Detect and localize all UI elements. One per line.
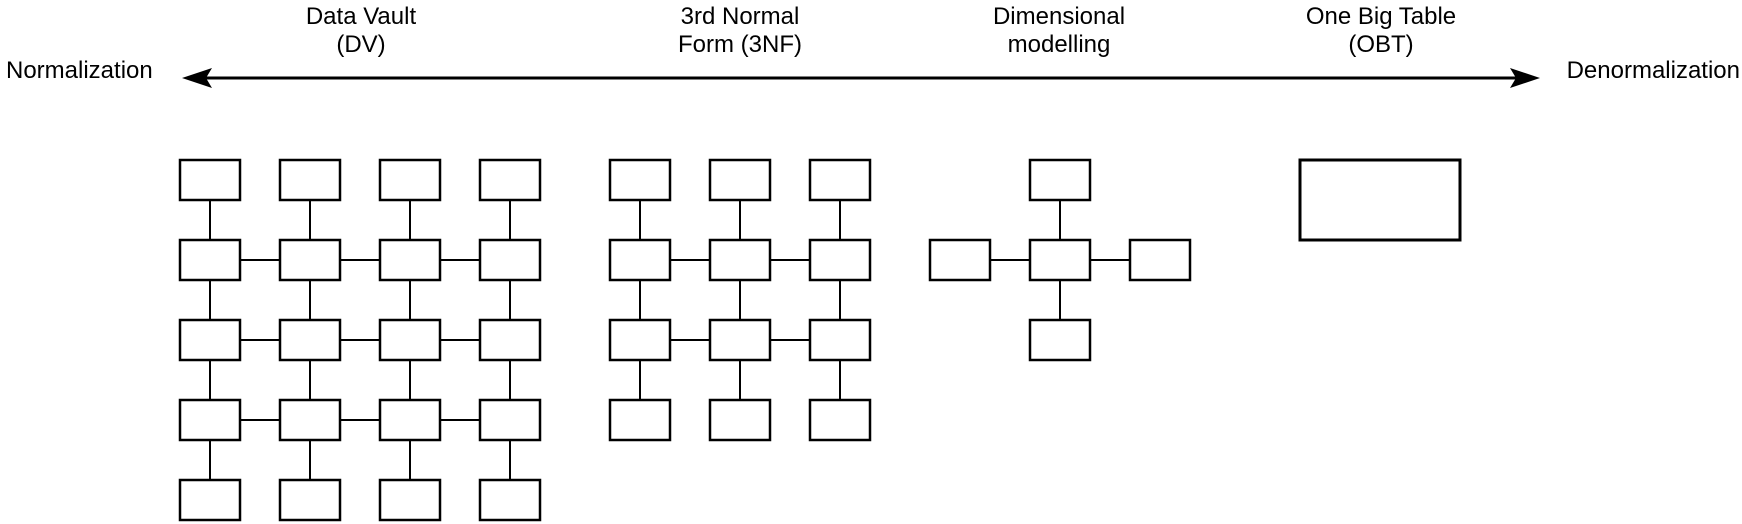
table-box: [178, 158, 242, 202]
label-dimensional-modelling: Dimensional modelling: [992, 3, 1126, 58]
third-normal-form-schema: [608, 158, 872, 442]
table-box: [808, 318, 872, 362]
label-normalization: Normalization: [6, 57, 153, 84]
table-box: [378, 478, 442, 522]
table-box: [928, 238, 992, 282]
table-box: [708, 158, 772, 202]
table-box: [608, 158, 672, 202]
table-box: [608, 238, 672, 282]
table-box: [608, 398, 672, 442]
table-box: [808, 238, 872, 282]
table-box: [1298, 158, 1462, 242]
table-box: [478, 238, 542, 282]
table-box: [278, 478, 342, 522]
table-box: [1028, 318, 1092, 362]
table-box: [278, 158, 342, 202]
table-box: [808, 398, 872, 442]
dimensional-star-schema: [928, 158, 1192, 362]
table-box: [178, 238, 242, 282]
table-box: [708, 398, 772, 442]
table-box: [708, 238, 772, 282]
table-box: [178, 478, 242, 522]
table-box: [278, 318, 342, 362]
table-box: [708, 318, 772, 362]
table-box: [378, 238, 442, 282]
label-data-vault: Data Vault (DV): [305, 3, 417, 58]
table-box: [608, 318, 672, 362]
table-box: [378, 398, 442, 442]
table-box: [478, 478, 542, 522]
table-box: [178, 318, 242, 362]
normalization-axis-arrow: [182, 68, 1540, 88]
table-box: [378, 158, 442, 202]
table-box: [1128, 238, 1192, 282]
table-box: [478, 158, 542, 202]
arrowhead-left-icon: [182, 68, 212, 88]
label-third-normal-form: 3rd Normal Form (3NF): [678, 3, 802, 58]
table-box: [1028, 158, 1092, 202]
table-box: [478, 318, 542, 362]
arrowhead-right-icon: [1510, 68, 1540, 88]
schema-diagrams: [178, 158, 1462, 522]
table-box: [478, 398, 542, 442]
label-denormalization: Denormalization: [1566, 57, 1740, 84]
data-vault-schema: [178, 158, 542, 522]
label-one-big-table: One Big Table (OBT): [1305, 3, 1457, 58]
one-big-table-schema: [1298, 158, 1462, 242]
table-box: [808, 158, 872, 202]
table-box: [378, 318, 442, 362]
table-box: [178, 398, 242, 442]
table-box: [278, 238, 342, 282]
table-box: [278, 398, 342, 442]
table-box: [1028, 238, 1092, 282]
